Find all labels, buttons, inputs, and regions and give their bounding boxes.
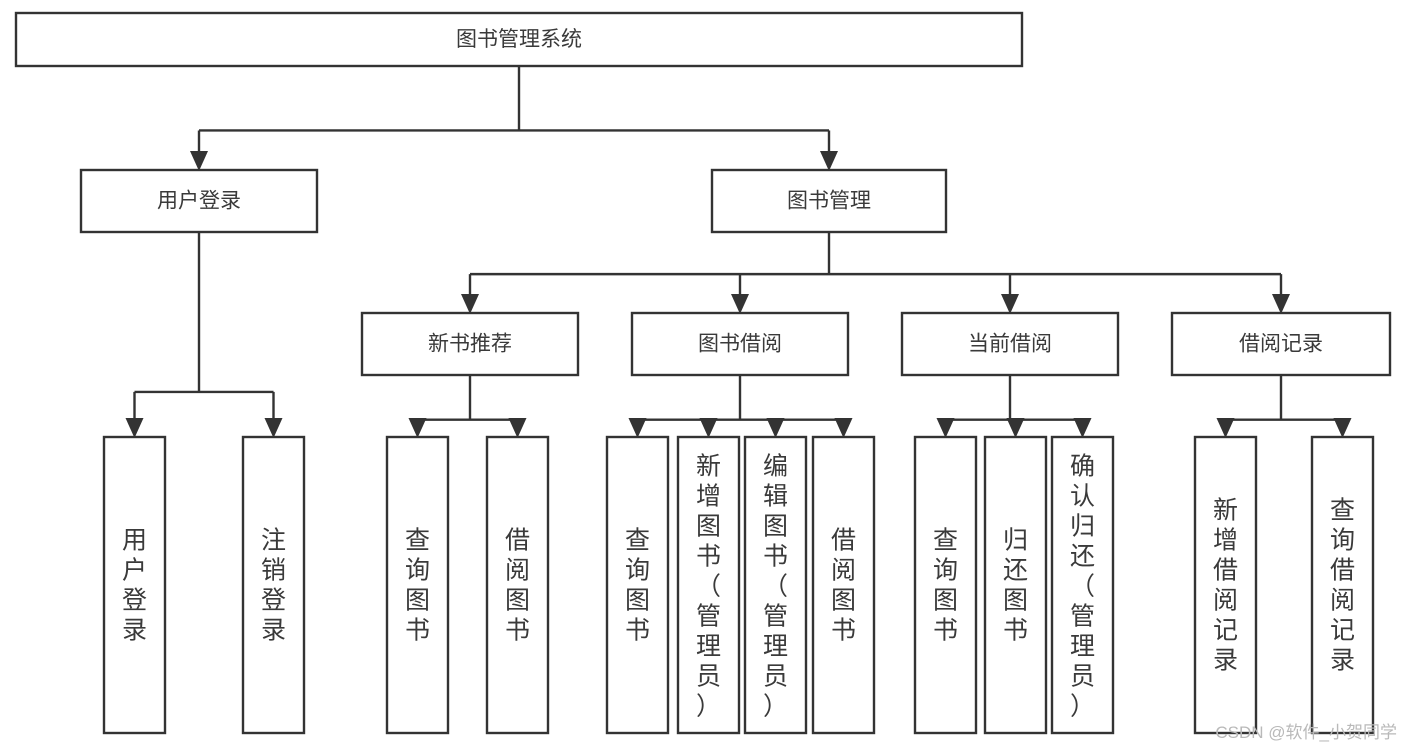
node-label-current-borrow: 当前借阅 [968,333,1052,356]
arrow-head-icon [408,418,427,438]
node-book-borrow[interactable]: 图书借阅 [630,311,850,377]
node-label-root: 图书管理系统 [456,28,582,51]
node-box-leaf-add-book [676,435,741,735]
node-box-leaf-edit-book [743,435,808,735]
arrow-head-icon [508,418,527,438]
node-label-leaf-borrow-book-rec: 借阅图书 [505,526,530,644]
node-box-leaf-logout [241,435,306,735]
node-book-manage[interactable]: 图书管理 [710,168,948,234]
arrow-head-icon [834,418,853,438]
node-user-login[interactable]: 用户登录 [79,168,319,234]
node-box-book-borrow [630,311,850,377]
arrow-head-icon [766,418,785,438]
node-box-book-manage [710,168,948,234]
node-box-new-book-rec [360,311,580,377]
node-box-leaf-confirm-return [1050,435,1115,735]
node-new-book-rec[interactable]: 新书推荐 [360,311,580,377]
node-box-current-borrow [900,311,1120,377]
node-label-leaf-query-book-rec: 查询图书 [405,526,430,644]
arrow-head-icon [125,418,144,438]
node-label-new-book-rec: 新书推荐 [428,333,512,356]
arrow-head-icon [1073,418,1092,438]
node-box-leaf-query-book-borrow [605,435,670,735]
node-label-leaf-add-record: 新增借阅记录 [1213,496,1238,674]
node-label-leaf-confirm-return: 确认归还（管理员） [1070,452,1095,720]
node-label-book-manage: 图书管理 [787,190,871,213]
node-borrow-record[interactable]: 借阅记录 [1170,311,1392,377]
arrow-head-icon [1001,294,1019,314]
node-leaf-query-record[interactable]: 查询借阅记录 [1310,435,1375,735]
node-box-leaf-query-book-rec [385,435,450,735]
node-label-leaf-user-login: 用户登录 [122,526,147,644]
node-root[interactable]: 图书管理系统 [14,11,1024,68]
node-label-leaf-logout: 注销登录 [261,526,286,644]
node-box-leaf-return-book [983,435,1048,735]
node-leaf-logout[interactable]: 注销登录 [241,435,306,735]
node-label-leaf-query-record: 查询借阅记录 [1330,496,1355,674]
node-box-leaf-add-record [1193,435,1258,735]
node-leaf-user-login[interactable]: 用户登录 [102,435,167,735]
node-box-leaf-borrow-book-rec [485,435,550,735]
node-leaf-borrow-book-rec[interactable]: 借阅图书 [485,435,550,735]
node-label-book-borrow: 图书借阅 [698,333,782,356]
arrow-head-icon [936,418,955,438]
arrow-head-icon [190,151,208,171]
node-label-leaf-add-book: 新增图书（管理员） [696,452,721,720]
node-box-root [14,11,1024,68]
node-box-leaf-borrow-book [811,435,876,735]
node-label-borrow-record: 借阅记录 [1239,333,1323,356]
arrow-head-icon [1006,418,1025,438]
arrow-head-icon [264,418,283,438]
node-label-leaf-query-book-cur: 查询图书 [933,526,958,644]
arrow-head-icon [628,418,647,438]
arrow-head-icon [1216,418,1235,438]
node-leaf-edit-book[interactable]: 编辑图书（管理员） [743,435,808,735]
node-label-user-login: 用户登录 [157,190,241,213]
node-leaf-add-book[interactable]: 新增图书（管理员） [676,435,741,735]
node-leaf-query-book-cur[interactable]: 查询图书 [913,435,978,735]
arrow-head-icon [820,151,838,171]
node-label-leaf-edit-book: 编辑图书（管理员） [763,452,788,720]
arrow-head-icon [699,418,718,438]
node-box-user-login [79,168,319,234]
node-leaf-add-record[interactable]: 新增借阅记录 [1193,435,1258,735]
node-box-leaf-user-login [102,435,167,735]
node-leaf-query-book-borrow[interactable]: 查询图书 [605,435,670,735]
node-layer: 图书管理系统用户登录图书管理新书推荐图书借阅当前借阅借阅记录用户登录注销登录查询… [14,11,1392,735]
node-current-borrow[interactable]: 当前借阅 [900,311,1120,377]
node-leaf-borrow-book[interactable]: 借阅图书 [811,435,876,735]
arrow-head-icon [461,294,479,314]
node-label-leaf-borrow-book: 借阅图书 [831,526,856,644]
connector-layer [125,66,1352,438]
watermark-text: CSDN @软件_小贺同学 [1215,723,1397,742]
node-label-leaf-return-book: 归还图书 [1003,526,1028,644]
node-box-borrow-record [1170,311,1392,377]
node-leaf-query-book-rec[interactable]: 查询图书 [385,435,450,735]
arrow-head-icon [731,294,749,314]
node-box-leaf-query-book-cur [913,435,978,735]
node-box-leaf-query-record [1310,435,1375,735]
node-leaf-confirm-return[interactable]: 确认归还（管理员） [1050,435,1115,735]
arrow-head-icon [1333,418,1352,438]
arrow-head-icon [1272,294,1290,314]
node-leaf-return-book[interactable]: 归还图书 [983,435,1048,735]
node-label-leaf-query-book-borrow: 查询图书 [625,526,650,644]
